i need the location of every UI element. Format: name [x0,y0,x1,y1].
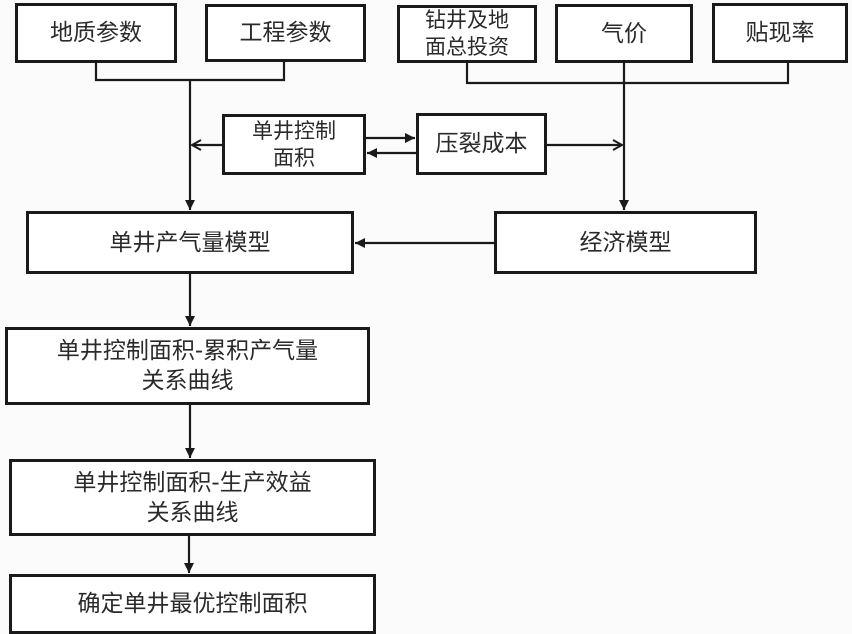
node-label: 单井产气量模型 [109,229,271,256]
node-label-line1: 单井控制面积-生产效益 [73,469,312,496]
node-label-line1: 单井控制 [252,118,336,143]
connector-geo-eng-merge [94,62,286,82]
node-label-line2: 面积 [273,145,315,170]
node-label: 经济模型 [579,229,672,256]
connector-economic-inputs-merge [465,63,790,85]
node-label-line2: 关系曲线 [141,368,234,394]
node-frac-cost: 压裂成本 [416,113,547,175]
node-label: 贴现率 [745,20,815,46]
node-discount-rate: 贴现率 [712,3,848,63]
node-label-line2: 关系曲线 [146,499,239,526]
node-geo-params: 地质参数 [15,3,177,63]
node-label: 地质参数 [50,20,142,46]
node-eng-params: 工程参数 [205,4,366,62]
node-economic-model: 经济模型 [494,211,757,274]
node-investment: 钻井及地 面总投资 [397,5,537,63]
node-production-model: 单井产气量模型 [26,211,354,274]
node-label-line2: 面总投资 [425,35,509,59]
node-label-line1: 单井控制面积-累积产气量 [56,338,319,364]
node-control-area: 单井控制 面积 [222,114,366,175]
node-optimal-area: 确定单井最优控制面积 [9,574,376,634]
node-area-benefit-curve: 单井控制面积-生产效益 关系曲线 [9,459,376,536]
node-label: 压裂成本 [435,131,528,157]
node-label-line1: 钻井及地 [425,8,509,32]
node-label: 工程参数 [239,20,332,46]
node-label: 气价 [601,20,647,47]
node-label: 确定单井最优控制面积 [77,591,308,617]
node-area-cumgas-curve: 单井控制面积-累积产气量 关系曲线 [5,327,370,405]
node-gas-price: 气价 [555,4,693,63]
